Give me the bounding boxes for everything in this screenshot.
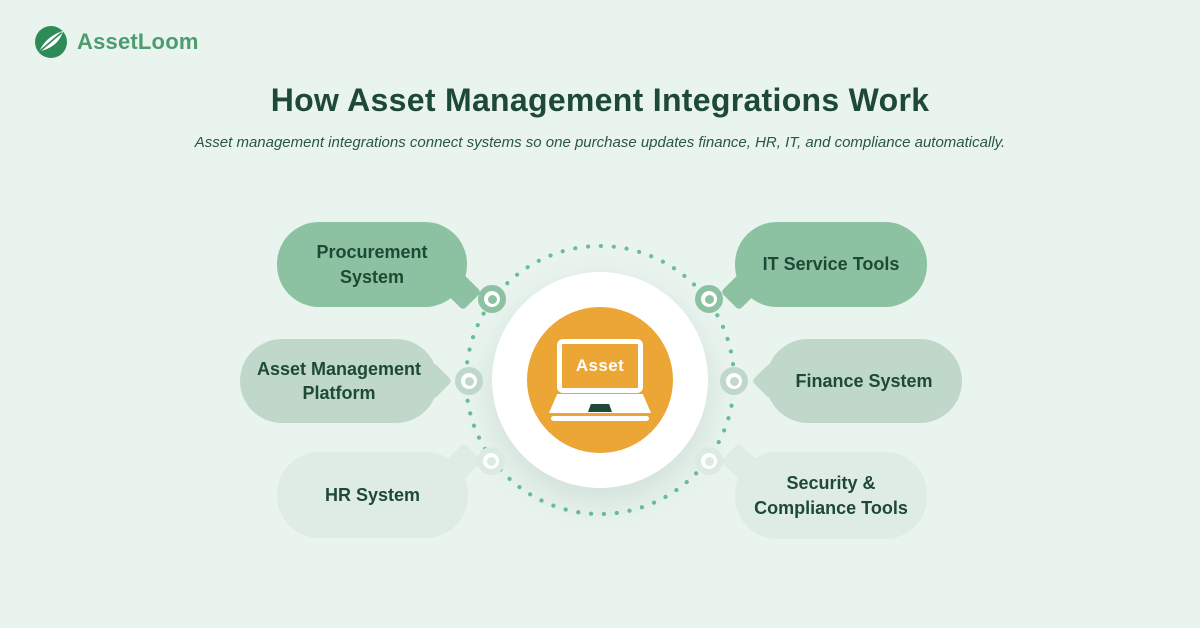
node-dot-icon (486, 456, 496, 466)
laptop-notch-icon (588, 404, 612, 412)
bubble-label: IT Service Tools (762, 254, 900, 275)
brand-logo: AssetLoom (34, 25, 199, 59)
page-subtitle: Asset management integrations connect sy… (194, 134, 1006, 151)
brand-name: AssetLoom (77, 29, 199, 54)
bubble-it-service-tools: IT Service Tools (720, 222, 927, 311)
bubble-label: Asset Management Platform (256, 358, 422, 403)
node-dot-icon (704, 456, 714, 466)
connector-node-procurement (478, 285, 506, 313)
bubble-hr-system: HR System (277, 442, 483, 538)
page-title: How Asset Management Integrations Work (270, 82, 930, 118)
node-dot-icon (464, 376, 474, 386)
connector-node-security (695, 447, 723, 475)
bubble-label: Security & Compliance Tools (754, 473, 908, 518)
bubble-security-compliance-tools: Security & Compliance Tools (720, 442, 927, 539)
laptop-icon: Asset (557, 339, 643, 393)
connector-node-finance (720, 367, 748, 395)
node-dot-icon (704, 294, 714, 304)
node-dot-icon (487, 294, 497, 304)
bubble-label: Procurement System (316, 242, 428, 287)
bubble-asset-management-platform: Asset Management Platform (240, 339, 453, 423)
bubble-label: HR System (324, 484, 421, 505)
laptop-base-icon (549, 394, 651, 413)
connector-node-asset-platform (455, 367, 483, 395)
hub-device-label: Asset (575, 356, 625, 375)
bubble-label: Finance System (795, 370, 933, 391)
leaf-logo-icon (35, 26, 67, 58)
hub-orange-circle (527, 307, 673, 453)
laptop-bottom-bar-icon (551, 416, 649, 421)
bubble-finance-system: Finance System (751, 339, 962, 423)
connector-node-hr (477, 447, 505, 475)
bubble-procurement-system: Procurement System (277, 222, 482, 311)
node-dot-icon (729, 376, 739, 386)
connector-node-it-service (695, 285, 723, 313)
